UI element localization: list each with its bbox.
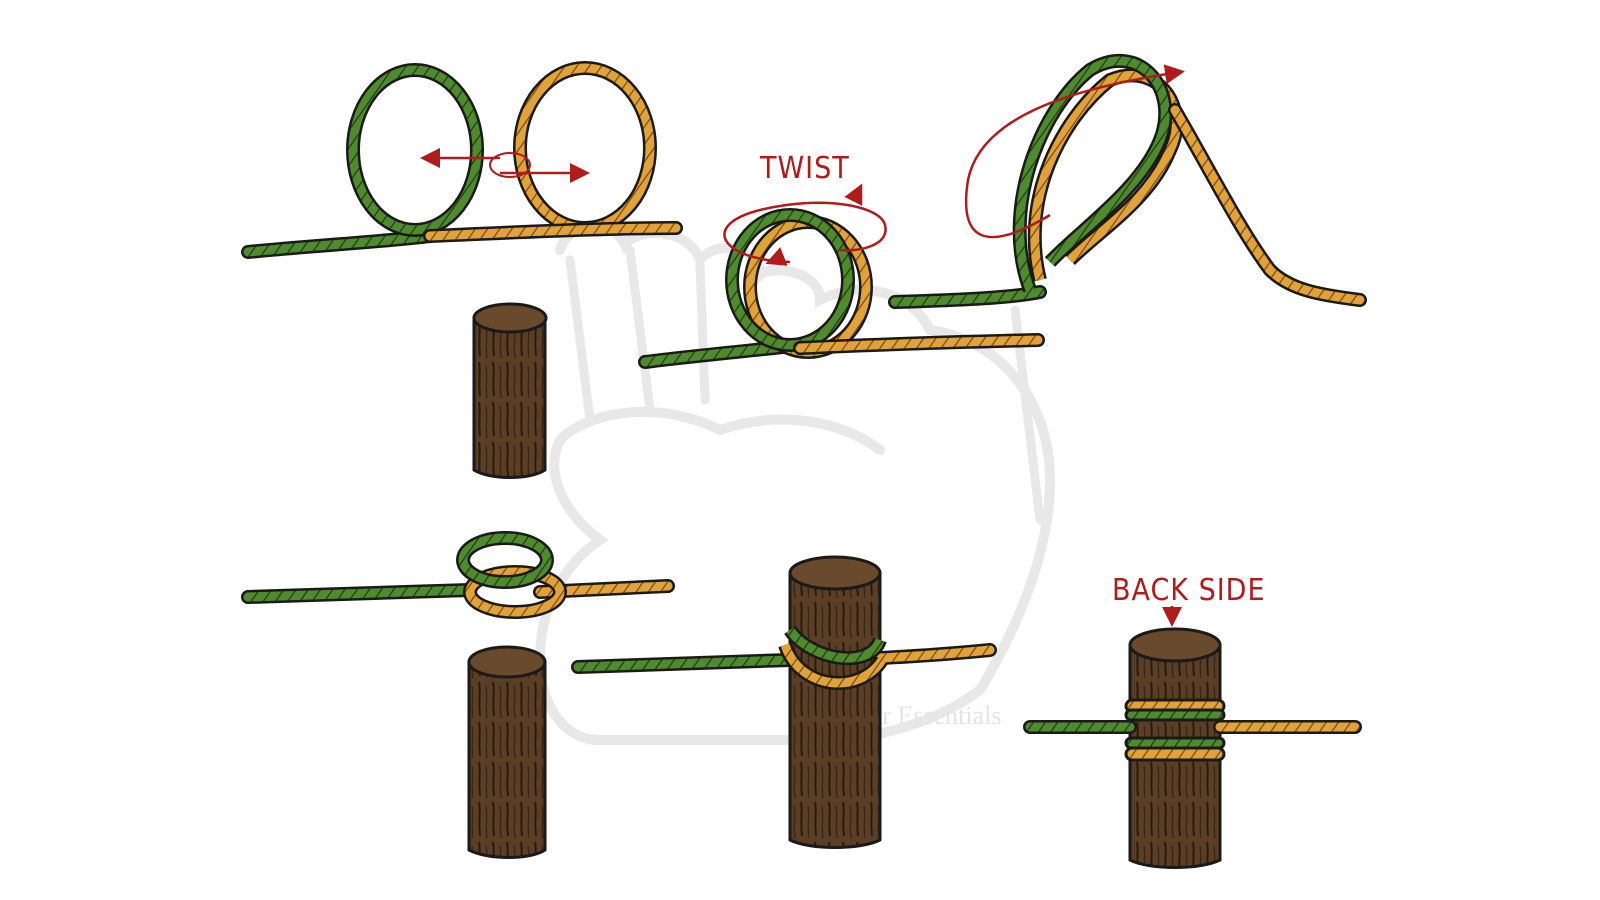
post	[472, 316, 547, 479]
step-post-ready	[472, 302, 548, 479]
step-twist-loops: TWIST	[638, 151, 1045, 369]
twist-arrow	[723, 201, 887, 264]
watermark-bear-claw-2	[625, 245, 655, 415]
step-hitch-on-post	[571, 555, 997, 849]
post-top	[467, 645, 547, 679]
twist-label: TWIST	[759, 151, 850, 186]
step-hitch-formed	[241, 531, 675, 619]
step-back-side-view: BACK SIDE	[1023, 573, 1362, 869]
post	[467, 660, 547, 859]
post	[788, 571, 882, 849]
post-left-bottom	[467, 645, 547, 859]
arrow-crossing-ring	[489, 152, 531, 178]
post-top	[472, 302, 548, 334]
step-stacked-loops	[888, 53, 1367, 309]
stack-arrow	[964, 64, 1185, 239]
watermark-bear-claw-1	[565, 255, 595, 425]
back-side-label: BACK SIDE	[1112, 573, 1266, 608]
step-two-loops	[241, 61, 683, 259]
wrap-bottom-orange	[1124, 746, 1226, 762]
post-top	[1128, 627, 1222, 663]
watermark-bear-claw-3	[695, 260, 710, 405]
wrap-top-green	[1124, 708, 1226, 722]
post-top	[788, 555, 882, 591]
